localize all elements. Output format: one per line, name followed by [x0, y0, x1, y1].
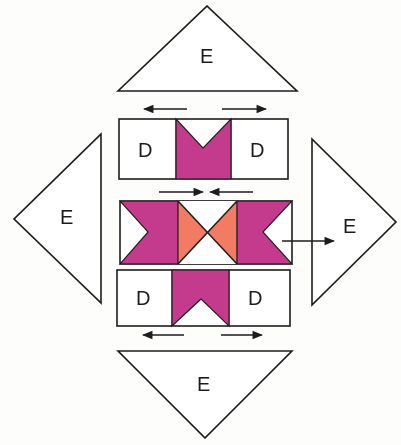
label-e-left: E — [60, 207, 73, 229]
setting-triangle-right: E — [312, 139, 396, 305]
setting-triangle-bottom: E — [118, 351, 292, 438]
label-d-top-left: D — [138, 140, 152, 162]
block-row-middle — [120, 201, 292, 264]
setting-triangle-top: E — [118, 6, 297, 91]
block-row-top: D D — [119, 119, 288, 179]
label-e-top: E — [200, 46, 213, 68]
label-d-bottom-left: D — [136, 288, 150, 310]
label-e-bottom: E — [197, 374, 210, 396]
setting-triangle-left: E — [14, 134, 101, 303]
label-d-top-right: D — [250, 140, 264, 162]
label-e-right: E — [343, 216, 356, 238]
block-row-bottom: D D — [117, 270, 290, 326]
label-d-bottom-right: D — [248, 288, 262, 310]
